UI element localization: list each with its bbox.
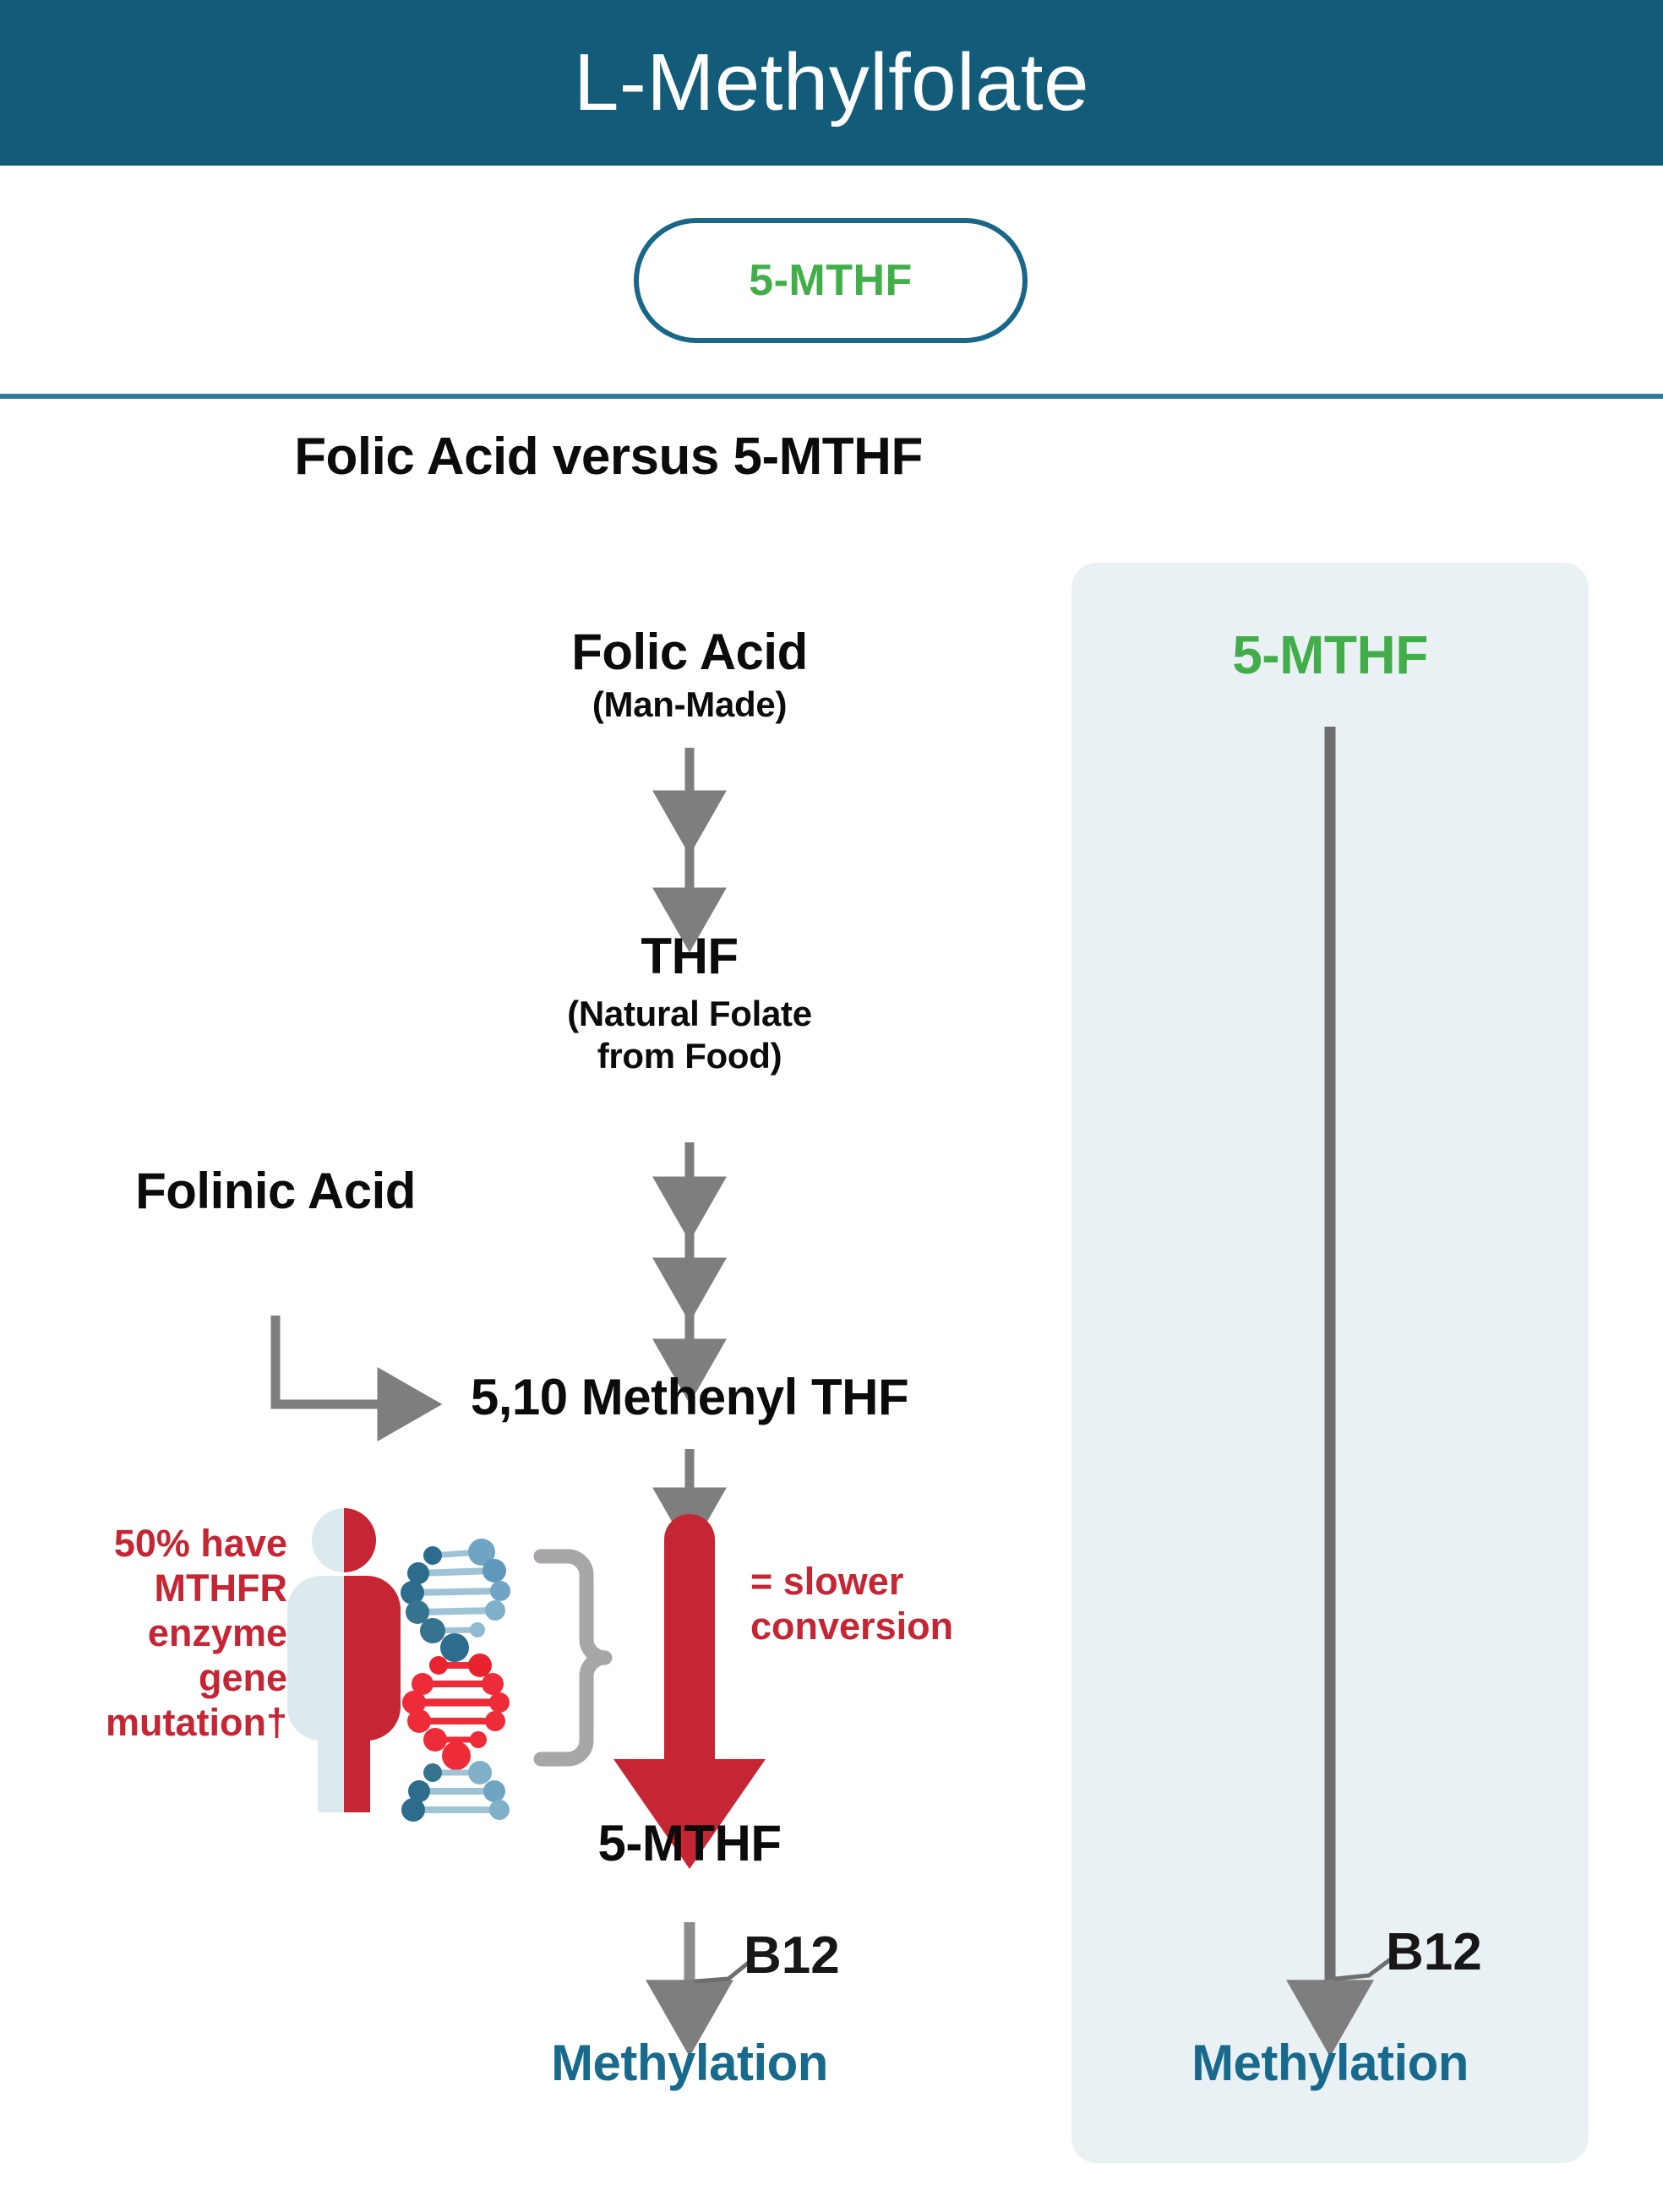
node-folic-acid-subtitle: (Man-Made) xyxy=(592,684,788,724)
mthfr-note-line-2: MTHFR xyxy=(154,1566,287,1610)
node-mthf-right: 5-MTHF xyxy=(1232,624,1428,685)
section-divider xyxy=(0,394,1663,399)
mthf-pathway-panel xyxy=(1071,563,1589,2163)
person-icon xyxy=(287,1508,401,1812)
header-bar xyxy=(0,0,1663,166)
dna-helix-icon xyxy=(401,1539,510,1822)
curly-brace-icon xyxy=(533,1549,613,1767)
mthfr-mutation-note: 50% have MTHFR enzyme gene mutation† xyxy=(25,1521,287,1745)
node-methylation-left: Methylation xyxy=(551,2035,828,2091)
arrow-folinic-to-methenyl xyxy=(270,1316,443,1441)
mthfr-note-line-4: gene xyxy=(198,1656,287,1700)
slower-conversion-line-1: = slower xyxy=(750,1560,904,1603)
node-folic-acid: Folic Acid xyxy=(571,624,808,680)
slower-conversion-line-2: conversion xyxy=(750,1605,954,1648)
node-methylation-right: Methylation xyxy=(1191,2035,1469,2091)
mthfr-note-line-5: mutation† xyxy=(105,1701,287,1745)
page-title: L-Methylfolate xyxy=(574,37,1089,128)
node-thf-subtitle-line2: from Food) xyxy=(597,1036,782,1076)
node-methenyl-thf: 5,10 Methenyl THF xyxy=(470,1369,909,1425)
node-thf: THF xyxy=(641,928,739,984)
node-folinic-acid: Folinic Acid xyxy=(135,1163,416,1219)
mthf-pill-label: 5-MTHF xyxy=(749,256,913,305)
section-heading: Folic Acid versus 5-MTHF xyxy=(294,428,923,486)
mthfr-note-line-1: 50% have xyxy=(113,1522,287,1565)
node-mthf-left: 5-MTHF xyxy=(597,1815,782,1871)
node-thf-subtitle-line1: (Natural Folate xyxy=(567,994,812,1033)
mthfr-note-line-3: enzyme xyxy=(147,1611,287,1655)
slower-conversion-note: = slower conversion xyxy=(750,1559,1029,1648)
node-b12-right: B12 xyxy=(1386,1923,1482,1981)
node-b12-left: B12 xyxy=(744,1926,840,1985)
mthf-pill-badge[interactable]: 5-MTHF xyxy=(634,218,1028,343)
